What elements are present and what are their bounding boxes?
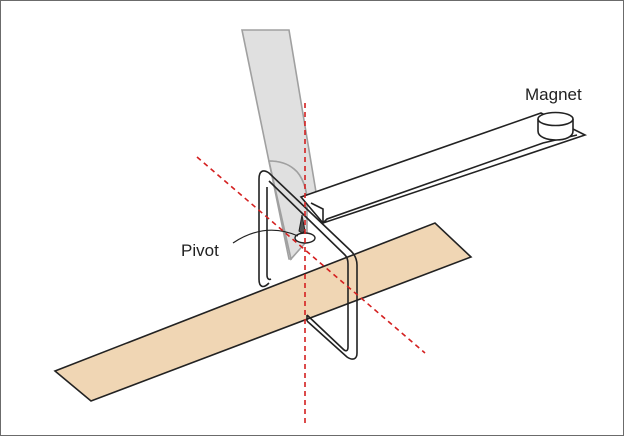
pointer-arm-end [310, 202, 324, 223]
pivot-label: Pivot [181, 241, 219, 260]
coil-inner-right [268, 180, 349, 352]
wooden-base [53, 222, 473, 402]
coil-outer [258, 170, 358, 360]
magnet-icon [537, 111, 574, 141]
pointer-arm [299, 112, 588, 224]
pivot-leader-line [232, 229, 299, 244]
magnet-label: Magnet [525, 85, 582, 104]
coil-outer-left [258, 179, 270, 288]
coil-inner [266, 187, 272, 281]
